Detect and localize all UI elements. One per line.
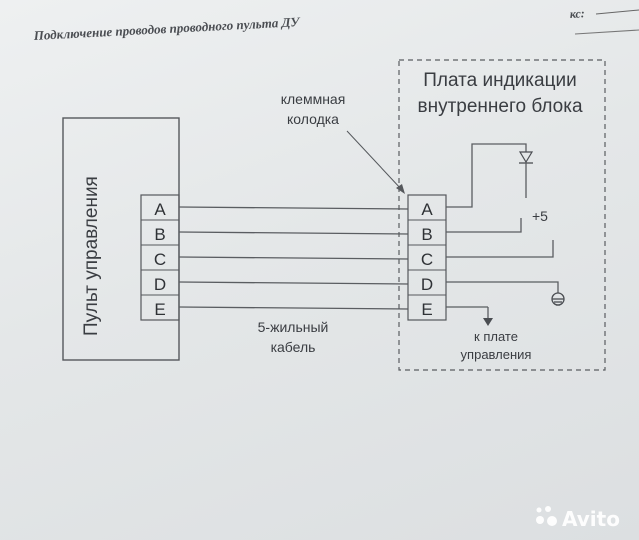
terminal-block-label-line2: колодка xyxy=(287,111,339,127)
callout-arrowhead xyxy=(396,184,405,194)
remote-terminal-d: D xyxy=(154,275,166,294)
remote-terminal-a: A xyxy=(154,200,166,219)
indicator-board-label-line2: внутреннего блока xyxy=(417,96,582,117)
remote-terminal-b: B xyxy=(154,225,165,244)
plus5-label: +5 xyxy=(532,208,548,224)
board-terminal-e: E xyxy=(421,300,432,319)
remote-control-label: Пульт управления xyxy=(81,176,102,336)
callout-line xyxy=(346,130,403,191)
indicator-board-box xyxy=(398,59,606,371)
page-title: Подключение проводов проводного пульта Д… xyxy=(32,14,301,43)
arrow-to-control-board-icon xyxy=(483,307,493,326)
remote-terminal-e: E xyxy=(154,300,165,319)
wire-d-to-ground xyxy=(446,281,559,293)
corner-underline xyxy=(595,9,639,15)
remote-terminal-c: C xyxy=(154,250,166,269)
board-internal-wiring xyxy=(446,143,559,308)
led-diode-icon xyxy=(518,151,534,198)
wire-b-to-plus5 xyxy=(446,218,522,233)
corner-underline-2 xyxy=(574,29,639,35)
five-wire-cable xyxy=(178,206,409,310)
to-control-board-label-line2: управления xyxy=(461,347,532,362)
wire-b xyxy=(178,231,409,235)
board-terminal-block: A B C D E xyxy=(407,194,447,321)
wire-c-internal xyxy=(446,240,554,258)
terminal-block-label-line1: клеммная xyxy=(281,91,346,107)
wire-a-to-led xyxy=(446,143,527,208)
board-terminal-c: C xyxy=(421,250,433,269)
wire-a xyxy=(178,206,409,210)
board-terminal-a: A xyxy=(421,200,433,219)
corner-text: кс: xyxy=(569,6,585,21)
indicator-board-label-line1: Плата индикации xyxy=(423,70,576,91)
wire-e xyxy=(178,306,409,310)
ground-icon xyxy=(551,292,565,306)
cable-label-line2: кабель xyxy=(271,339,316,355)
cable-label-line1: 5-жильный xyxy=(258,319,329,335)
to-control-board-label-line1: к плате xyxy=(474,329,518,344)
wire-d xyxy=(178,281,409,285)
avito-watermark: Avito xyxy=(536,506,620,531)
wire-c xyxy=(178,256,409,260)
watermark-text: Avito xyxy=(562,507,620,531)
board-terminal-b: B xyxy=(421,225,432,244)
board-terminal-d: D xyxy=(421,275,433,294)
remote-terminal-block: A B C D E xyxy=(140,194,180,321)
